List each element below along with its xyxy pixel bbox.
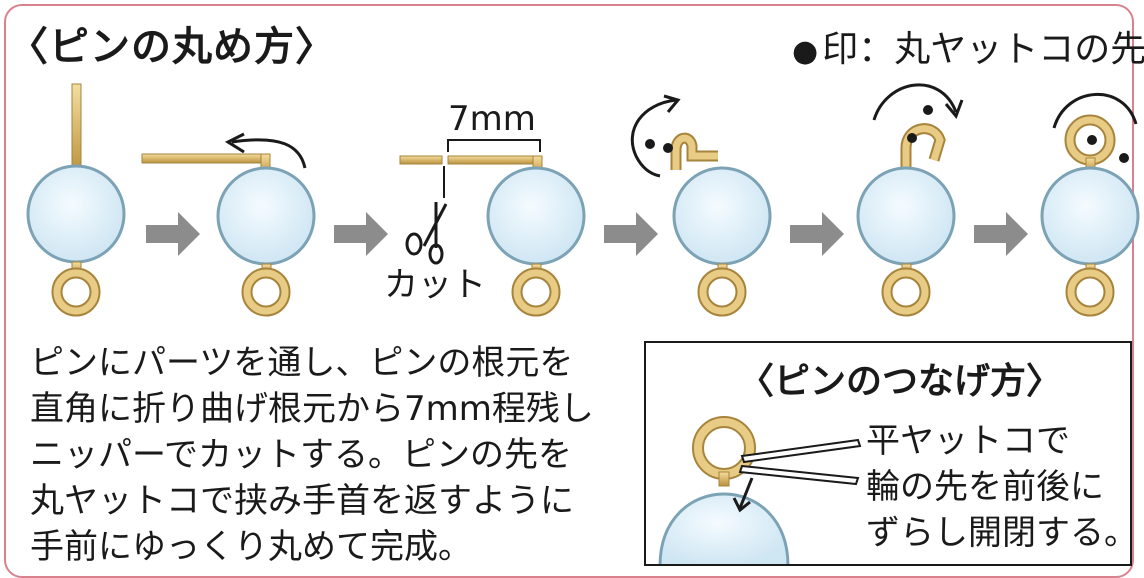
description-line: ニッパーでカットする。ピンの先を [30,435,572,475]
step-2-bent-pin [141,132,316,317]
bead [26,164,126,264]
connect-text: 平ヤットコで 輪の先を前後に ずらし開閉する。 [866,418,1138,556]
description: ピンにパーツを通し、ピンの根元を 直角に折り曲げ根元から7mm程残し ニッパーで… [30,340,630,570]
step-arrow-icon [604,212,658,256]
description-line: ピンにパーツを通し、ピンの根元を [30,343,574,383]
cut-label: カット [384,265,486,305]
connect-line: ずらし開閉する。 [866,513,1138,553]
step-arrow-icon [146,212,200,256]
bead [216,166,316,266]
bead [856,166,956,266]
connect-line: 平ヤットコで [866,421,1070,461]
legend-dot-icon: ● [792,34,819,69]
connect-line: 輪の先を前後に [866,467,1104,507]
scissors-icon [405,202,448,265]
connect-illustration [658,416,862,567]
step-arrow-icon [334,212,388,256]
bead [1040,166,1140,266]
description-line: 丸ヤットコで挟み手首を返すように [30,481,574,521]
pliers-icon [738,438,862,486]
step-1-straight-pin [26,83,126,317]
legend-text: 印：丸ヤットコの先 [822,29,1144,70]
bead [672,166,772,266]
step-arrow-icon [974,212,1028,256]
pin-rounding-title: 〈ピンの丸め方〉 [8,24,336,70]
step-arrow-icon [790,212,844,256]
connect-title: 〈ピンのつなげ方〉 [738,361,1063,402]
legend: ●印：丸ヤットコの先 [792,20,1144,72]
step-5-rounding [856,83,964,317]
description-line: 手前にゆっくり丸めて完成。 [30,527,472,567]
step-3-cut-pin [399,139,586,317]
measure-label: 7mm [448,99,536,139]
bead [486,166,586,266]
step-6-finished-loop [1040,92,1140,317]
step-4-start-rounding [630,94,772,317]
connect-box [644,341,1132,566]
description-line: 直角に折り曲げ根元から7mm程残し [30,389,594,429]
